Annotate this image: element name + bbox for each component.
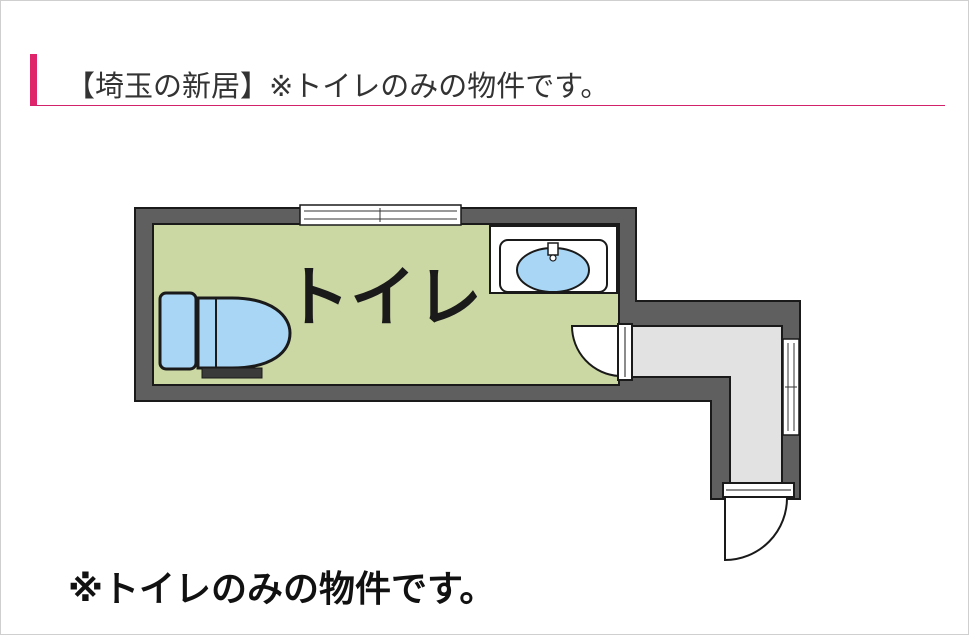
toilet-fixture [158, 291, 292, 379]
heading-accent-bar [30, 54, 37, 105]
corridor-floor [631, 325, 783, 485]
entrance-door [722, 482, 795, 562]
inner-door [570, 323, 633, 381]
room-label: トイレ [284, 259, 482, 336]
side-window [782, 338, 800, 436]
note-text: ※トイレのみの物件です。 [68, 569, 496, 610]
top-window [299, 204, 462, 226]
heading-title: 【埼玉の新居】※トイレのみの物件です。 [66, 69, 610, 103]
washbasin [489, 225, 618, 294]
section-heading: 【埼玉の新居】※トイレのみの物件です。 [30, 54, 945, 106]
